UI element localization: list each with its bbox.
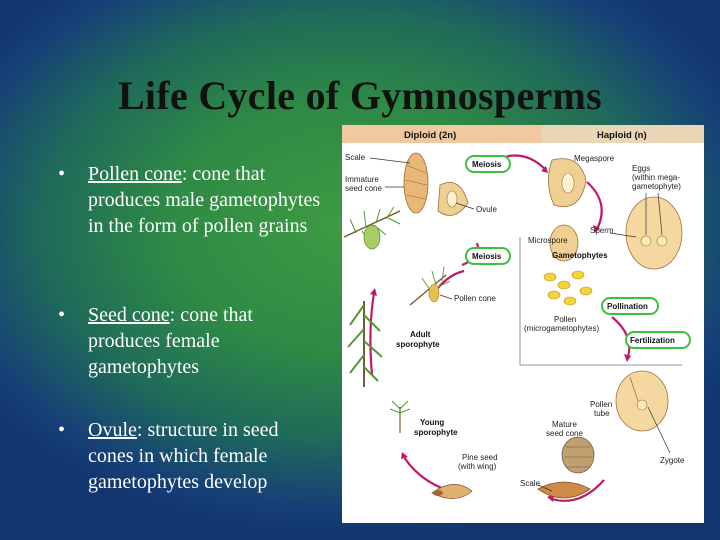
mature-seed-cone-illustration: [561, 436, 595, 474]
adult-sporophyte-illustration: [347, 301, 383, 387]
fertilization-label: Fertilization: [630, 336, 675, 345]
bullet-ovule: • Ovule: structure in seed cones in whic…: [58, 417, 328, 495]
meiosis-bottom-label: Meiosis: [472, 252, 502, 261]
pine-seed-label-line1: Pine seed: [462, 453, 498, 462]
pollen-grains-illustration: [543, 270, 593, 306]
pine-seed-label-line2: (with wing): [458, 462, 497, 471]
conifer-branch-illustration: [343, 206, 401, 250]
ovule-scale-illustration: [437, 181, 469, 216]
bullet-term: Pollen cone: [88, 163, 182, 185]
bullet-definition: : cone that produces male gametophytes i…: [88, 163, 321, 237]
pollen-tube-illustration: [615, 370, 669, 432]
bullet-definition: : structure in seed cones in which femal…: [88, 419, 279, 493]
eggs-label-line2: (within mega-: [632, 173, 680, 182]
pollination-oval: [601, 297, 659, 315]
pollen-tube-label-line2: tube: [594, 409, 610, 418]
scale-bottom-label: Scale: [520, 479, 541, 488]
immature-label-line2: seed cone: [345, 184, 382, 193]
immature-seed-cone-illustration: [403, 152, 429, 214]
meiosis-top-label: Meiosis: [472, 160, 502, 169]
pine-seed-illustration: [431, 484, 473, 499]
zygote-label: Zygote: [660, 456, 685, 465]
adult-label-line2: sporophyte: [396, 340, 440, 349]
bullet-term: Seed cone: [88, 304, 170, 326]
sperm-label: Sperm: [590, 226, 614, 235]
ploidy-divider: [519, 237, 682, 366]
seed-scale-illustration: [537, 481, 591, 499]
meiosis-top-oval: [465, 155, 511, 173]
young-label-line2: sporophyte: [414, 428, 458, 437]
bullet-text: Pollen cone: cone that produces male gam…: [88, 161, 328, 239]
bullet-term: Ovule: [88, 419, 137, 441]
bullet-pollen-cone: • Pollen cone: cone that produces male g…: [58, 161, 328, 239]
eggs-label-line1: Eggs: [632, 164, 650, 173]
ovule-label: Ovule: [476, 205, 497, 214]
pollination-label: Pollination: [607, 302, 648, 311]
diploid-header: Diploid (2n): [404, 130, 456, 141]
immature-label-line1: Immature: [345, 175, 379, 184]
pollen-cone-illustration: [409, 266, 451, 306]
adult-label-line1: Adult: [410, 330, 431, 339]
megaspore-illustration: [548, 158, 587, 207]
pollen-cone-label: Pollen cone: [454, 294, 496, 303]
gametophytes-label: Gametophytes: [552, 251, 608, 260]
bullet-marker: •: [58, 163, 66, 185]
megaspore-label: Megaspore: [574, 154, 615, 163]
bullet-marker: •: [58, 419, 66, 441]
eggs-label-line3: gametophyte): [632, 182, 681, 191]
young-sporophyte-illustration: [389, 400, 411, 433]
bullet-definition: : cone that produces female gametophytes: [88, 304, 253, 378]
bullet-text: Seed cone: cone that produces female gam…: [88, 302, 328, 380]
haploid-header: Haploid (n): [597, 130, 647, 141]
mature-label-line2: seed cone: [546, 429, 583, 438]
slide-title: Life Cycle of Gymnosperms: [117, 73, 603, 118]
fertilization-oval: [625, 331, 691, 349]
young-label-line1: Young: [420, 418, 444, 427]
megagametophyte-illustration: [625, 196, 683, 270]
bullet-seed-cone: • Seed cone: cone that produces female g…: [58, 302, 328, 380]
microspore-illustration: [549, 224, 579, 262]
bullet-marker: •: [58, 304, 66, 326]
pollen-tube-label-line1: Pollen: [590, 400, 612, 409]
bullet-text: Ovule: structure in seed cones in which …: [88, 417, 328, 495]
pollen-label-line2: (microgametophytes): [524, 324, 599, 333]
microspore-label: Microspore: [528, 236, 568, 245]
haploid-header-band: [542, 125, 704, 143]
mature-label-line1: Mature: [552, 420, 577, 429]
pollen-label-line1: Pollen: [554, 315, 576, 324]
life-cycle-diagram: Diploid (2n) Haploid (n): [342, 125, 704, 523]
meiosis-bottom-oval: [465, 247, 511, 265]
scale-top-label: Scale: [345, 153, 366, 162]
